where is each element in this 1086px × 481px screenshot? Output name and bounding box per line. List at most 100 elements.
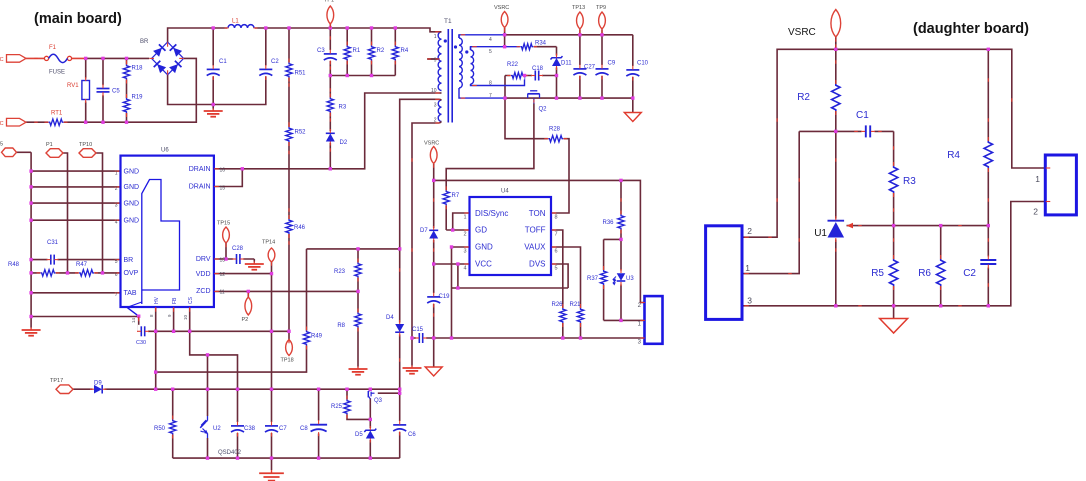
part-TP9 <box>597 10 607 31</box>
shape <box>934 259 947 286</box>
junction-dot <box>986 47 990 51</box>
label-c1: C1 <box>856 110 869 121</box>
junction-dot <box>269 271 274 276</box>
label-fuse: FUSE <box>49 70 65 76</box>
label-tp13: TP13 <box>572 5 585 11</box>
label-l1: L1 <box>232 19 239 25</box>
label-dvs: DVS <box>529 260 545 269</box>
part-R3-daughter <box>887 162 900 197</box>
junction-dot <box>834 129 838 134</box>
label-3: 3 <box>434 103 437 109</box>
shape <box>612 278 616 282</box>
label-tp10: TP10 <box>79 142 92 148</box>
shape <box>437 31 442 92</box>
label-6: 6 <box>555 248 558 254</box>
junction-dot <box>356 289 360 294</box>
part-ac-plug-2 <box>5 117 28 127</box>
symbol-backing <box>198 416 215 438</box>
label-hv: HV <box>154 296 160 304</box>
label-2: 2 <box>1033 207 1038 217</box>
label-fb: FB <box>172 297 178 304</box>
label-12: 12 <box>220 272 226 278</box>
wire <box>551 263 569 288</box>
shape <box>203 420 208 425</box>
label-1: 1 <box>638 322 642 328</box>
junction-dot <box>600 96 604 100</box>
label-7: 7 <box>489 93 492 99</box>
label-c1: C1 <box>219 59 227 65</box>
shape <box>982 141 995 168</box>
junction-dot <box>503 96 507 100</box>
labels: (main board)(daughter board)ACACF1FUSERV… <box>0 0 1040 456</box>
junction-dot <box>171 387 175 391</box>
shape <box>366 45 377 61</box>
junction-dot <box>398 391 402 395</box>
shape <box>548 133 564 145</box>
label-ac: AC <box>0 57 4 63</box>
part-R47 <box>75 267 98 279</box>
label-3: 3 <box>638 340 642 346</box>
g-shape <box>169 60 183 74</box>
part-R26 <box>557 304 569 327</box>
label-r50: R50 <box>154 426 166 432</box>
part-gnd-bridge <box>203 108 223 118</box>
label-tp9: TP9 <box>596 5 606 11</box>
polygon-shape <box>0 147 18 158</box>
polygon-shape <box>153 47 162 57</box>
shape <box>440 190 452 206</box>
label-r3: R3 <box>903 176 916 187</box>
label-9: 9 <box>434 58 437 64</box>
shape <box>121 98 132 113</box>
wire <box>166 27 440 42</box>
label-qsd402: QSD402 <box>218 450 242 456</box>
part-C9 <box>594 64 610 80</box>
shape <box>572 72 587 76</box>
label-p2: P2 <box>242 317 249 323</box>
part-TP14 <box>267 247 276 263</box>
part-gnd-bus <box>21 327 41 337</box>
part-gnd-c15 <box>402 365 422 375</box>
part-C28 <box>232 252 245 266</box>
junction-dot <box>502 45 507 49</box>
label-u2: U2 <box>213 426 221 432</box>
label-r19: R19 <box>132 95 144 101</box>
junction-dot <box>578 33 582 37</box>
junction-dot <box>368 387 372 391</box>
label-3: 3 <box>115 202 118 208</box>
shape <box>615 214 627 230</box>
part-C18 <box>531 69 543 82</box>
shape <box>301 330 312 346</box>
label-r5: R5 <box>871 268 884 279</box>
label-d7: D7 <box>420 228 428 234</box>
segment <box>126 306 140 317</box>
part-R23 <box>352 258 364 282</box>
shape <box>283 127 295 142</box>
part-C1 <box>205 65 222 80</box>
part-tp-VSRC2 <box>429 145 438 165</box>
wire <box>213 168 244 188</box>
shape <box>511 70 524 81</box>
label-6: 6 <box>115 272 118 278</box>
junction-dot <box>345 73 349 78</box>
polygon-shape <box>846 222 853 229</box>
label-tab: TAB <box>124 290 137 297</box>
junction-dot <box>240 167 244 171</box>
part-R2-daughter <box>829 80 842 115</box>
pin-ticks <box>34 24 1051 362</box>
label-gnd: GND <box>124 184 140 191</box>
shape <box>595 72 609 76</box>
junction-dot <box>449 336 454 340</box>
label-u4: U4 <box>501 189 509 195</box>
polygon-shape <box>429 230 439 239</box>
shape <box>363 428 377 433</box>
shape <box>389 45 401 61</box>
symbol-backing <box>95 85 111 96</box>
label-ac: AC <box>0 121 4 127</box>
g-shape <box>153 43 167 57</box>
polygon-shape <box>169 64 178 74</box>
shape <box>557 308 569 323</box>
junction-dot <box>316 387 321 391</box>
symbol-backing <box>624 66 641 77</box>
shape <box>206 72 221 77</box>
label-mainboard: (main board) <box>34 11 122 27</box>
